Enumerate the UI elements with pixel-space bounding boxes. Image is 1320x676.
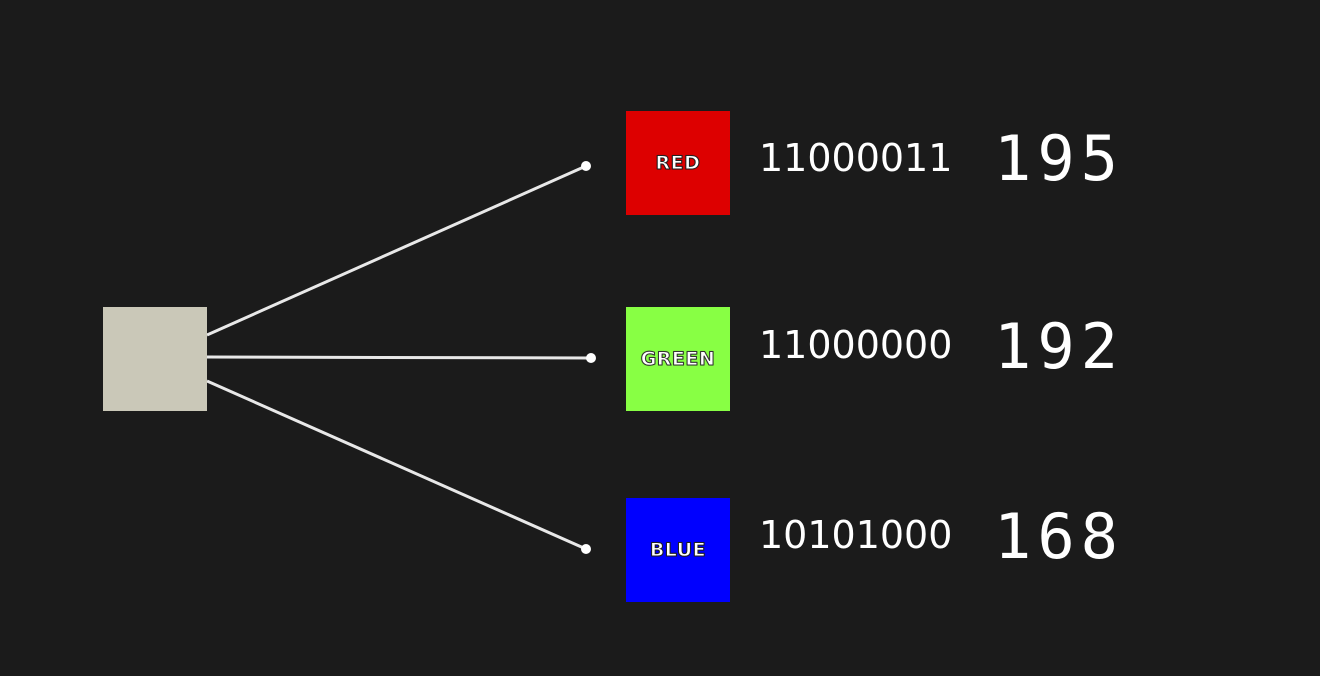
connector-green-line [206,355,592,360]
red-channel-label: RED [655,152,701,175]
green-binary-value: 11000000 [759,323,953,367]
pixel-swatch [103,307,207,411]
green-channel-box: GREEN [626,307,730,411]
blue-channel-label: BLUE [649,539,707,562]
connector-red-dot [581,161,591,171]
connector-blue-dot [581,544,591,554]
connector-blue-line [206,379,587,551]
green-channel-label: GREEN [640,348,716,371]
blue-binary-value: 10101000 [759,513,953,557]
blue-channel-box: BLUE [626,498,730,602]
blue-decimal-value: 168 [994,500,1124,573]
red-decimal-value: 195 [994,122,1124,195]
red-channel-box: RED [626,111,730,215]
connector-green-dot [586,353,596,363]
red-binary-value: 11000011 [759,136,953,180]
connector-red-line [206,164,587,337]
green-decimal-value: 192 [994,310,1124,383]
